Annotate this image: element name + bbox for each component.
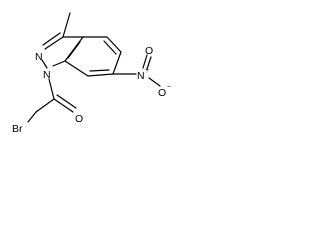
atom-labels: N N O Br N + O O − — [12, 45, 171, 135]
atom-n2: N — [35, 51, 43, 63]
bond-ch2-br — [27, 111, 37, 123]
atom-nitro-n: N — [137, 70, 145, 82]
bond-n2-n1 — [41, 59, 48, 69]
bond-carbonyl-c-o-second — [56, 94, 77, 109]
bond-c3-n2 — [44, 36, 64, 50]
bond-c6-c7 — [87, 73, 114, 77]
bond-methyl-c3 — [62, 12, 71, 38]
bond-c3-n2-second — [42, 32, 61, 46]
nitro-n-charge: + — [145, 67, 149, 74]
bond-c7-c7a — [64, 60, 89, 77]
bond-c6-c7-inner — [89, 69, 110, 72]
bond-carbonyl-c-o — [53, 98, 74, 113]
atom-nitro-o-top: O — [145, 45, 153, 57]
bond-nitro-n-o-top-second — [146, 56, 152, 70]
atom-nitro-o-right: O — [158, 87, 166, 99]
atom-bromine: Br — [12, 123, 23, 135]
bond-nitro-n-o-right — [148, 77, 161, 87]
bond-c4-c5-inner — [103, 40, 117, 55]
bond-c3a-c7a-inner — [67, 41, 81, 59]
bond-c4-c5 — [106, 36, 122, 53]
nitro-o-right-charge: − — [167, 84, 171, 91]
bond-c5-c6 — [112, 51, 122, 75]
atom-n1: N — [43, 69, 51, 81]
bonds — [27, 12, 161, 123]
bond-n1-c7a — [52, 60, 66, 67]
bond-carbonyl-c-ch2 — [35, 98, 55, 113]
bond-nitro-n-o-top — [142, 54, 148, 69]
atom-carbonyl-o: O — [75, 113, 83, 125]
bond-n1-carbonyl-c — [48, 78, 55, 100]
chemical-structure-diagram: N N O Br N + O O − — [12, 12, 171, 135]
